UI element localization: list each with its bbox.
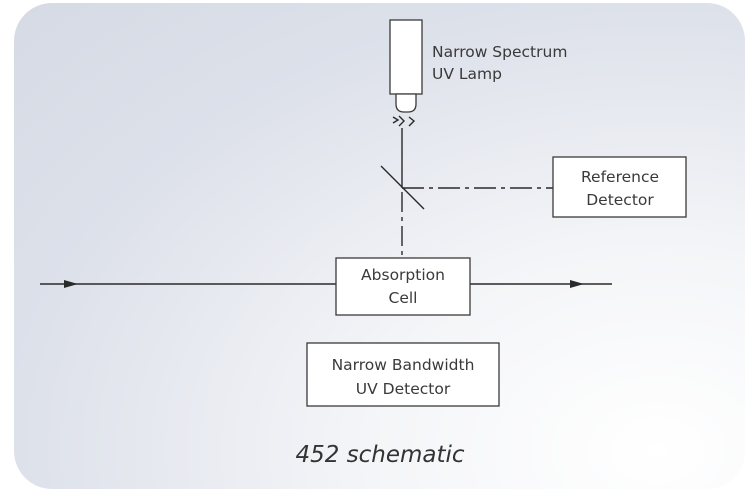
lamp-label-line1: Narrow Spectrum xyxy=(432,43,567,61)
absorption-cell-line1: Absorption xyxy=(361,266,445,284)
uv-detector-line2: UV Detector xyxy=(356,380,451,398)
schematic-caption: 452 schematic xyxy=(295,442,464,468)
absorption-cell-box xyxy=(335,257,471,316)
uv-detector-line1: Narrow Bandwidth xyxy=(332,356,475,374)
lamp-ray-right xyxy=(408,116,416,127)
reference-detector-box xyxy=(552,156,687,218)
lamp-label-line2: UV Lamp xyxy=(432,65,502,83)
absorption-cell-line2: Cell xyxy=(389,289,418,307)
lamp-bulb xyxy=(395,93,417,113)
flow-arrow-inlet xyxy=(64,280,78,288)
uv-detector-box xyxy=(306,342,500,407)
flow-arrow-outlet xyxy=(570,280,584,288)
lamp-ray-center xyxy=(398,115,405,127)
lamp-ray-left xyxy=(392,116,400,124)
reference-detector-line1: Reference xyxy=(581,168,659,186)
reference-detector-line2: Detector xyxy=(586,191,654,209)
schematic-card xyxy=(14,3,745,489)
uv-lamp xyxy=(389,19,423,127)
lamp-body xyxy=(389,19,423,95)
